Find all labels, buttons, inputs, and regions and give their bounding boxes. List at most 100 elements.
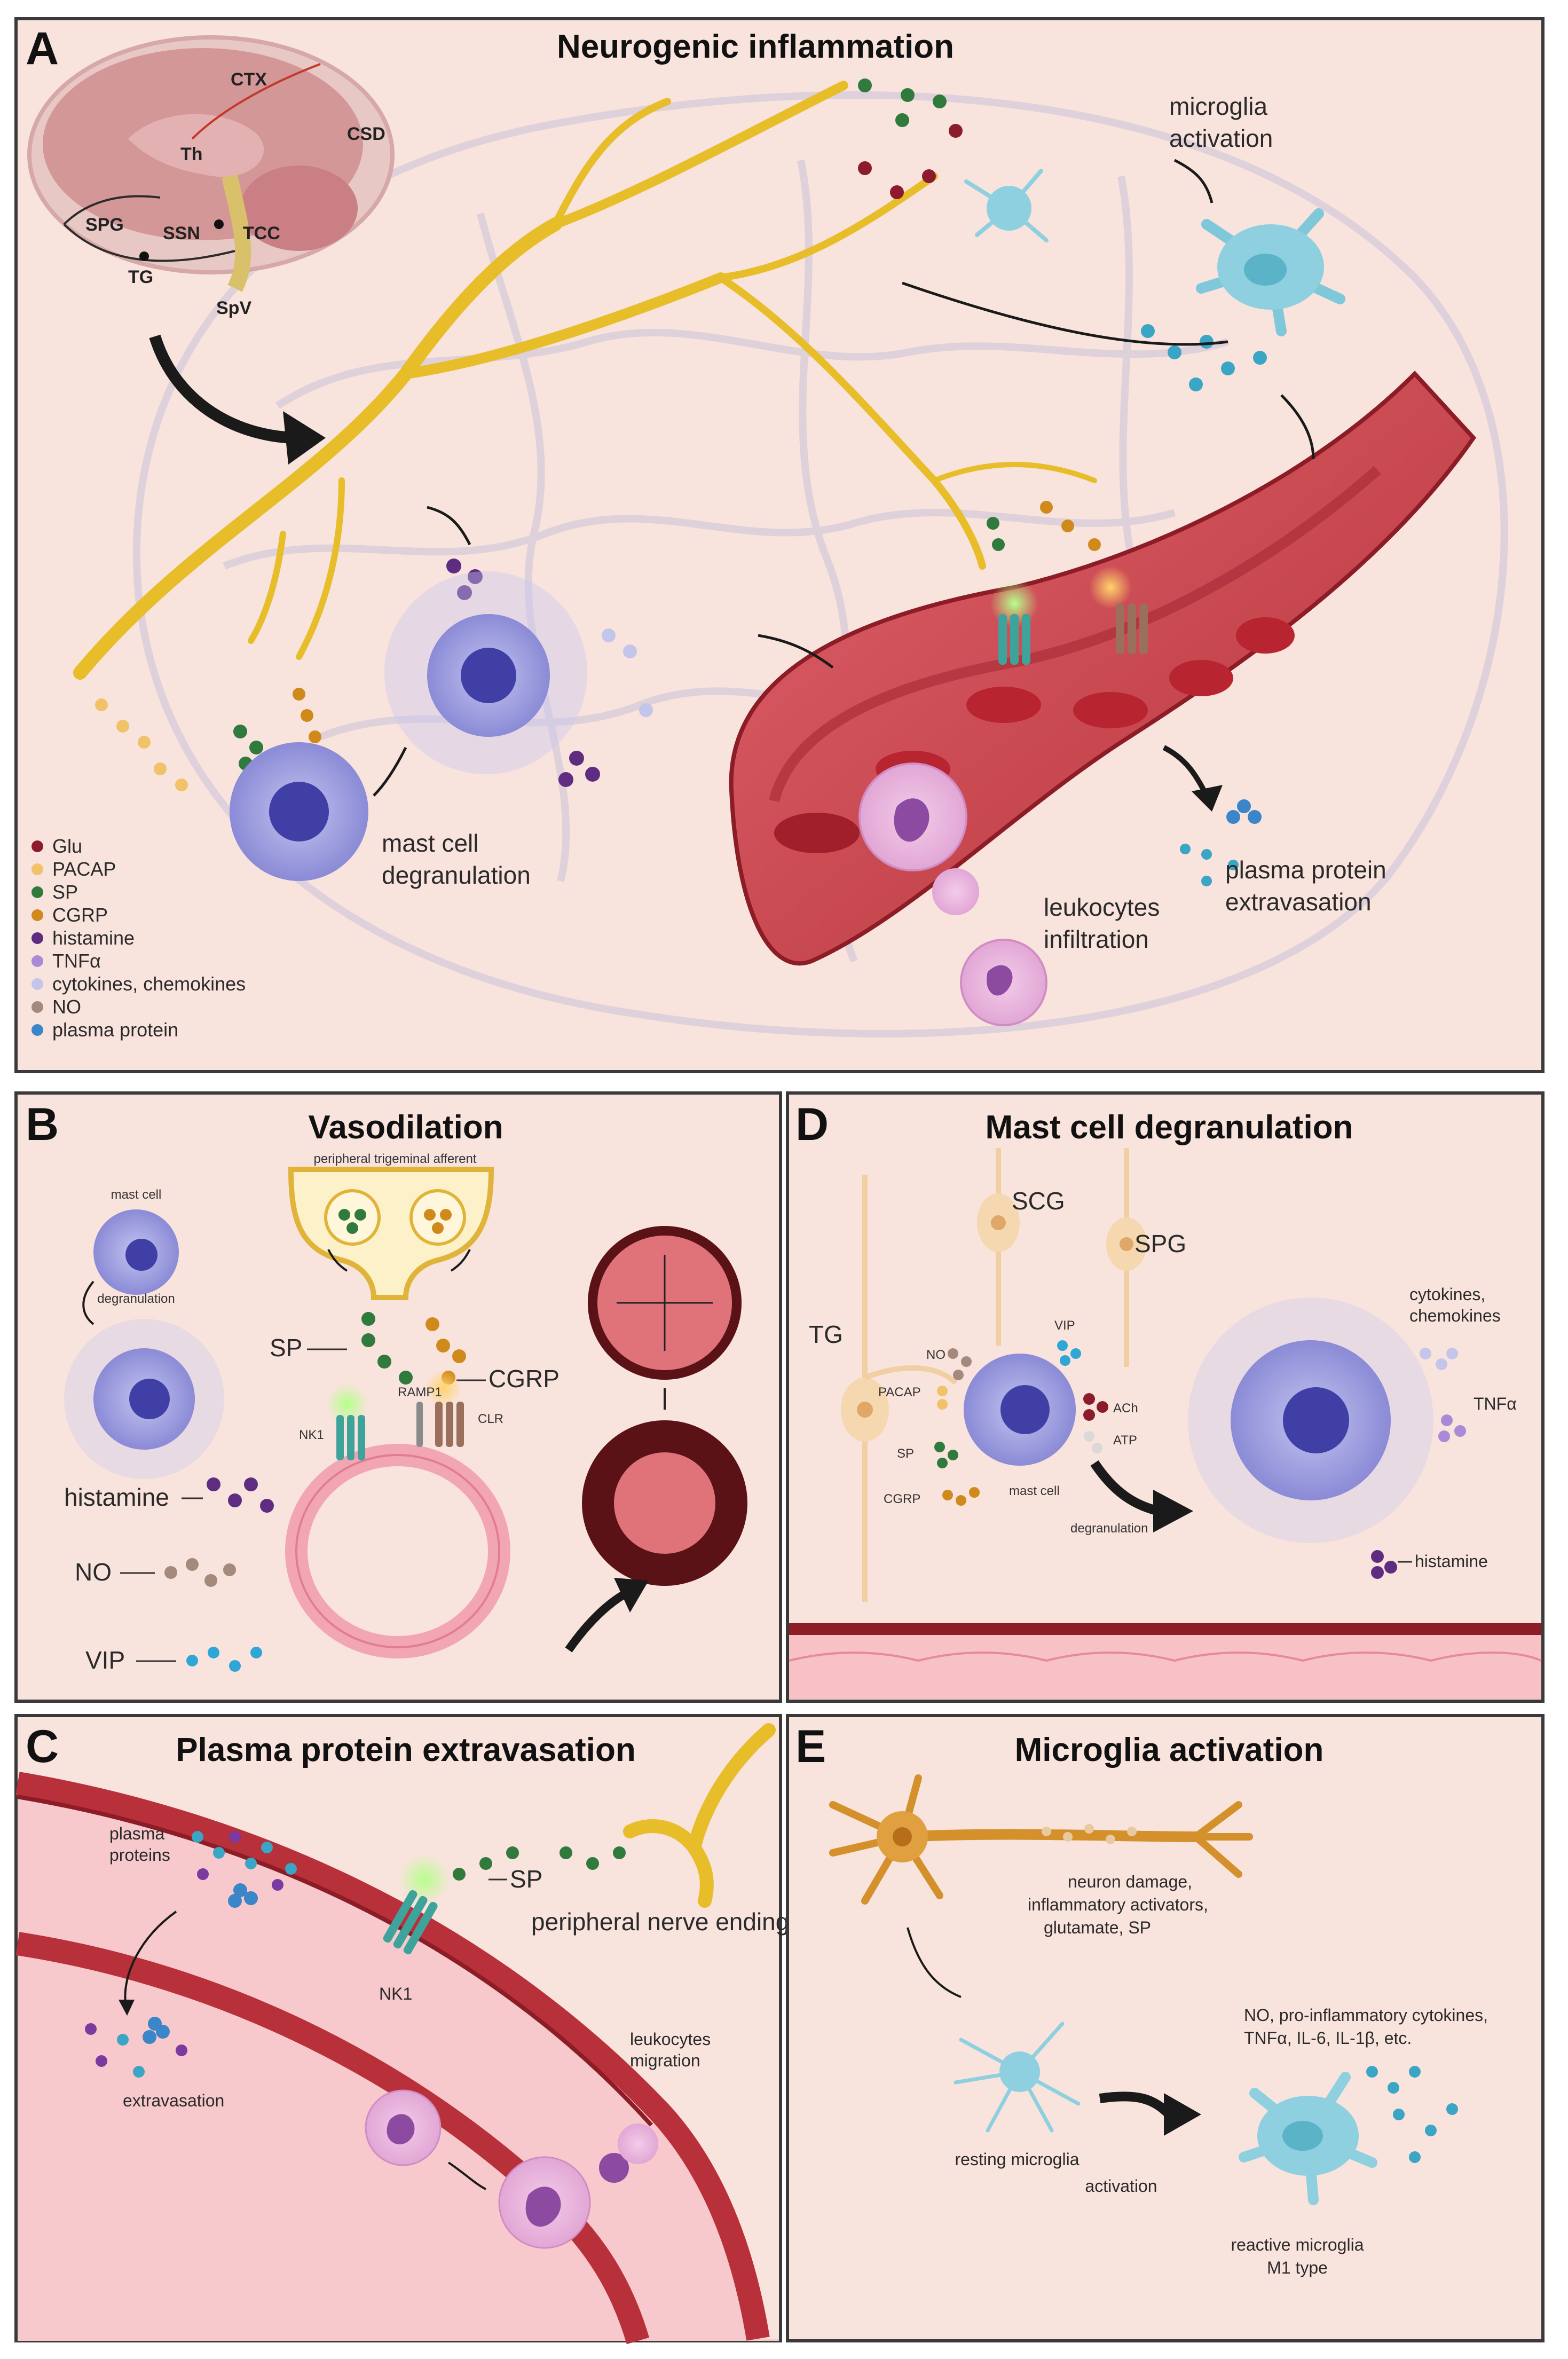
inset-label-csd: CSD [347, 124, 385, 144]
scg-label: SCG [1012, 1187, 1065, 1215]
legend-label: cytokines, chemokines [52, 973, 246, 995]
panel-e-letter: E [795, 1721, 826, 1772]
mast-cell-label-d: mast cell [1009, 1484, 1060, 1498]
sp-label-c: SP [510, 1865, 542, 1893]
no-label-b: NO [75, 1558, 112, 1586]
panel-c-letter: C [26, 1721, 59, 1772]
activation-label-e: activation [1085, 2176, 1157, 2196]
mast-cells-a: mast cell degranulation [230, 506, 834, 889]
panel-d-title: Mast cell degranulation [985, 1109, 1353, 1146]
outputs-label-1: NO, pro-inflammatory cytokines, [1244, 2006, 1488, 2025]
panel-d-letter: D [795, 1099, 829, 1150]
inset-brain: CTX CSD Th SPG SSN TCC TG SpV [27, 35, 395, 318]
mast-cell-degranulation-label-2: degranulation [382, 861, 531, 889]
histamine-label-d: histamine [1415, 1552, 1488, 1571]
degranulation-label-d: degranulation [1070, 1521, 1148, 1536]
plasma-proteins-label-1: plasma [109, 1824, 164, 1843]
legend-label: Glu [52, 835, 82, 857]
microglia-activation-label-2: activation [1169, 124, 1273, 152]
legend-label: SP [52, 881, 78, 903]
microglia-activation-label-1: microglia [1169, 92, 1267, 120]
plasma-extravasation-label-1: plasma protein [1225, 856, 1386, 884]
leukocytes-migration-label-2: migration [630, 2051, 700, 2070]
leukocytes-infiltration-label-2: infiltration [1044, 925, 1149, 953]
panel-c: C Plasma protein extravasation NK1 SP pe… [14, 1714, 789, 2345]
legend-label: plasma protein [52, 1019, 178, 1041]
leukocytes-migration-label-1: leukocytes [630, 2030, 711, 2049]
ramp1-label: RAMP1 [398, 1385, 442, 1399]
legend-label: PACAP [52, 858, 116, 880]
cytokines-label-d-2: chemokines [1409, 1306, 1501, 1325]
extravasation-label-c: extravasation [123, 2091, 224, 2110]
legend-swatch [31, 840, 43, 852]
panel-b: B Vasodilation peripheral trigeminal aff… [14, 1091, 782, 1703]
sp-label-d: SP [897, 1446, 914, 1461]
panel-d: D Mast cell degranulation SCG SPG TG NO … [786, 1091, 1545, 1703]
cgrp-label-d: CGRP [884, 1492, 920, 1506]
degranulation-label-b: degranulation [97, 1292, 175, 1306]
vip-label-d: VIP [1054, 1318, 1075, 1333]
receptors-a [990, 566, 1148, 665]
panel-c-title: Plasma protein extravasation [176, 1732, 635, 1768]
inset-label-spv: SpV [216, 298, 251, 318]
panel-a: CTX CSD Th SPG SSN TCC TG SpV A Neurogen… [14, 17, 1545, 1073]
outputs-label-2: TNFα, IL-6, IL-1β, etc. [1244, 2028, 1412, 2048]
legend-swatch [31, 863, 43, 875]
ach-label: ACh [1113, 1401, 1138, 1416]
reactive-microglia-label-2: M1 type [1267, 2258, 1328, 2277]
tnf-label-d: TNFα [1474, 1394, 1517, 1413]
clr-label: CLR [478, 1412, 503, 1426]
legend-swatch [31, 1024, 43, 1036]
neuron-text-2: inflammatory activators, [1028, 1895, 1208, 1914]
legend-label: CGRP [52, 904, 108, 926]
pacap-label-d: PACAP [878, 1385, 921, 1399]
inset-label-th: Th [180, 144, 203, 164]
mast-cell-label-b: mast cell [111, 1188, 162, 1202]
nk1-label-c: NK1 [379, 1984, 412, 2003]
legend-swatch [31, 932, 43, 944]
histamine-label-b: histamine [64, 1483, 169, 1511]
neuron-text-3: glutamate, SP [1044, 1918, 1151, 1937]
legend-swatch [31, 886, 43, 898]
panel-e-title: Microglia activation [1015, 1732, 1324, 1768]
inset-label-tcc: TCC [243, 223, 280, 243]
panel-a-letter: A [26, 23, 59, 74]
inset-label-tg: TG [128, 267, 153, 287]
legend-label: NO [52, 996, 81, 1018]
panel-b-title: Vasodilation [308, 1109, 503, 1146]
panel-b-letter: B [26, 1099, 59, 1150]
legend-label: TNFα [52, 950, 101, 972]
leukocytes-infiltration-label-1: leukocytes [1044, 893, 1160, 921]
reactive-microglia-label-1: reactive microglia [1231, 2235, 1364, 2254]
peripheral-nerve-ending [623, 1723, 776, 1908]
nk1-label-b: NK1 [299, 1428, 324, 1442]
legend-swatch [31, 1001, 43, 1013]
panel-a-title: Neurogenic inflammation [557, 28, 954, 65]
plasma-extravasation-a: plasma protein extravasation [1162, 745, 1386, 916]
inset-arrow [149, 334, 300, 444]
spg-label-d: SPG [1134, 1230, 1186, 1257]
inset-label-ssn: SSN [163, 223, 200, 243]
neuron-text-1: neuron damage, [1068, 1872, 1192, 1891]
plasma-proteins-label-2: proteins [109, 1845, 170, 1865]
panel-e: E Microglia activation neuron damage, in… [786, 1714, 1545, 2342]
normal-vessel [582, 1420, 747, 1586]
sp-label-b: SP [270, 1334, 302, 1362]
legend-label: histamine [52, 927, 135, 949]
legend-swatch [31, 909, 43, 921]
microglia-a: microglia activation [902, 92, 1345, 460]
trigeminal-nerve [73, 81, 1097, 680]
atp-label: ATP [1113, 1433, 1137, 1448]
legend-swatch [31, 978, 43, 990]
resting-microglia-label: resting microglia [955, 2150, 1080, 2169]
mast-cell-degranulation-label-1: mast cell [382, 829, 478, 857]
vip-label-b: VIP [85, 1646, 125, 1674]
plasma-extravasation-label-2: extravasation [1225, 888, 1372, 916]
cytokines-label-d-1: cytokines, [1409, 1285, 1485, 1304]
cgrp-label-b: CGRP [488, 1365, 560, 1393]
afferent-label: peripheral trigeminal afferent [313, 1152, 476, 1166]
inset-label-ctx: CTX [231, 69, 267, 90]
resting-microglia [999, 2051, 1040, 2092]
